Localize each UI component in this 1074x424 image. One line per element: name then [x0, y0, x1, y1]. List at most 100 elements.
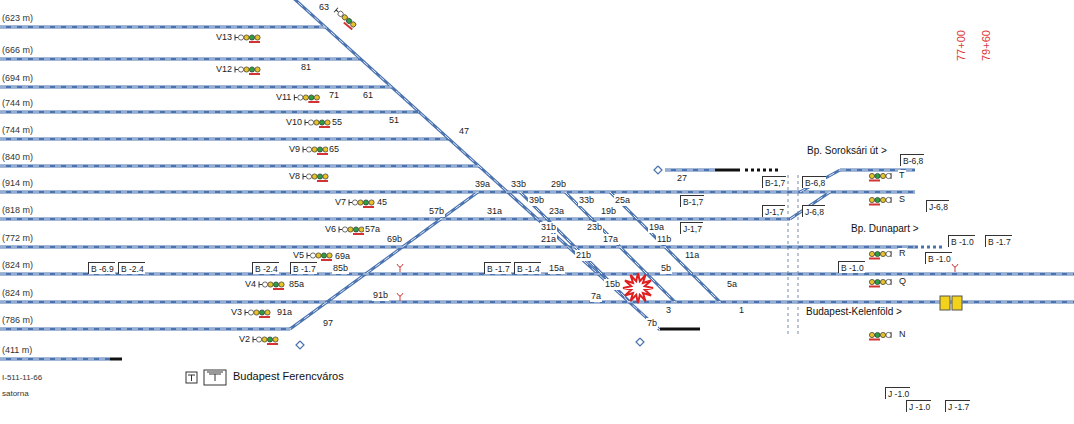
marker-diamond — [296, 341, 304, 349]
switch-number: 23a — [548, 206, 565, 217]
signal-icon — [869, 332, 891, 341]
signal-name: V9 — [288, 144, 301, 155]
signal-name: V10 — [285, 117, 303, 128]
marker-diamond — [636, 338, 644, 346]
switch-number: 17a — [602, 234, 619, 245]
track-line — [565, 192, 675, 302]
speed-sign: B -2.4 — [118, 262, 145, 274]
signal-icon — [869, 173, 891, 182]
track-length: (840 m) — [1, 152, 34, 163]
track-line-dash — [0, 139, 449, 140]
marker-diamond — [654, 166, 662, 174]
track-line-dash — [0, 112, 419, 113]
switch-number: 1 — [738, 305, 745, 316]
signal-icon — [349, 200, 374, 209]
switch-number: 39a — [474, 179, 491, 190]
speed-sign: B -1.7 — [290, 262, 317, 274]
signal-name: V13 — [215, 32, 233, 43]
note-text: satorna — [1, 388, 30, 399]
track-line-dash — [0, 166, 479, 167]
switch-number: 91b — [372, 290, 389, 301]
signal-icon — [339, 227, 364, 236]
signal-icon — [305, 120, 330, 129]
speed-sign: B-1,7 — [680, 195, 704, 207]
switch-number: 81 — [300, 62, 312, 73]
speed-sign: B -2.4 — [252, 262, 279, 274]
track-line — [0, 246, 915, 249]
switch-number: 19a — [648, 222, 665, 233]
switch-number: 33b — [510, 179, 527, 190]
speed-sign: J-1,7 — [680, 222, 703, 234]
switch-number: 15a — [548, 263, 565, 274]
boundary-line — [788, 175, 789, 335]
speed-sign: B -1.7 — [484, 262, 511, 274]
speed-sign: J -1.0 — [885, 387, 910, 399]
track-length: (666 m) — [1, 45, 34, 56]
switch-number: 31b — [540, 222, 557, 233]
track-length: (824 m) — [1, 288, 34, 299]
switch-number: 21a — [540, 234, 557, 245]
signal-icon — [303, 174, 328, 183]
track-line — [0, 58, 361, 61]
station-icon-glyph — [207, 372, 223, 381]
fork-symbol — [397, 293, 403, 301]
track-length: (744 m) — [1, 125, 34, 136]
switch-number: 21b — [575, 250, 592, 261]
signal-icon — [253, 337, 278, 346]
switch-number: 57a — [364, 224, 381, 235]
track-line — [0, 328, 290, 331]
track-letter: R — [898, 248, 907, 259]
track-line-dash — [0, 27, 325, 28]
incident-starburst — [623, 273, 653, 303]
switch-number: 65 — [328, 144, 340, 155]
signal-name: V5 — [292, 250, 305, 261]
track-length: (914 m) — [1, 178, 34, 189]
speed-sign: B -1.0 — [925, 252, 952, 264]
track-length: (744 m) — [1, 98, 34, 109]
yellow-signal-box — [940, 296, 950, 310]
switch-number: 97 — [322, 318, 334, 329]
track-line-dash — [0, 247, 915, 248]
track-line — [665, 169, 715, 172]
signal-name: V7 — [334, 197, 347, 208]
track-line — [290, 0, 660, 330]
switch-number: 55 — [331, 117, 343, 128]
track-line — [610, 192, 720, 302]
signal-name: V3 — [230, 307, 243, 318]
speed-sign: B -1.4 — [514, 262, 541, 274]
signal-icon — [259, 282, 284, 291]
track-line — [0, 165, 479, 168]
track-line — [790, 192, 830, 219]
symbols — [186, 8, 962, 385]
signal-icon — [869, 197, 891, 206]
track-line — [0, 218, 790, 221]
track-line — [800, 170, 840, 192]
switch-number: 45 — [376, 197, 388, 208]
chainage-marker: 79+60 — [981, 29, 992, 62]
dotted-track-end — [915, 246, 945, 249]
switch-number: 19b — [600, 206, 617, 217]
switch-number: 57b — [428, 206, 445, 217]
track-line — [0, 358, 110, 361]
signal-icon — [245, 310, 270, 319]
fork-symbol — [397, 264, 403, 272]
boundary-line — [798, 175, 799, 335]
switch-number: 3 — [665, 305, 672, 316]
signal-name: V2 — [238, 334, 251, 345]
yellow-signal-box — [952, 296, 962, 310]
track-letter: N — [898, 329, 907, 340]
track-line — [0, 301, 1074, 304]
track-line — [0, 86, 392, 89]
speed-sign: J-6,8 — [802, 205, 825, 217]
station-icon — [204, 370, 226, 385]
signal-name: V8 — [288, 171, 301, 182]
tracks — [0, 0, 1074, 359]
switch-number: 27 — [676, 173, 688, 184]
speed-sign: J -1.7 — [945, 400, 970, 412]
track-line — [0, 138, 449, 141]
switch-number: 33b — [578, 195, 595, 206]
switch-number: 51 — [388, 115, 400, 126]
track-line — [0, 26, 325, 29]
signal-icon — [294, 95, 319, 104]
